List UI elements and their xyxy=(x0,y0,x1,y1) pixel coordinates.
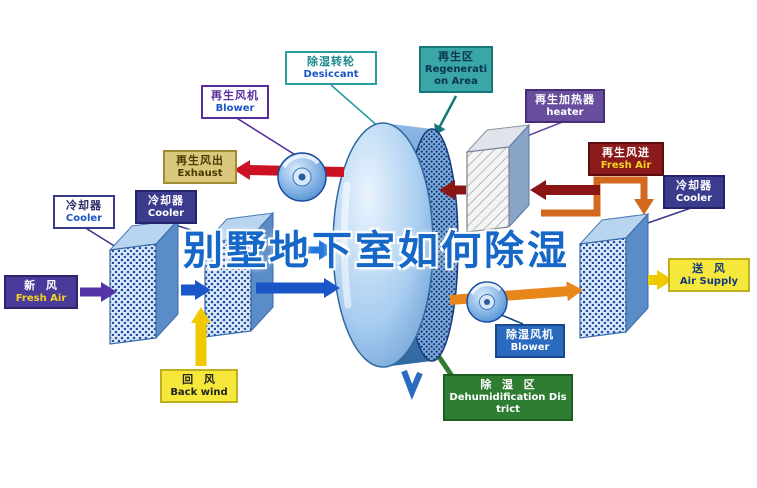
cooler-unit-right xyxy=(578,212,650,339)
heater-label-zh: 再生加热器 xyxy=(535,93,595,106)
connector-dehumid-blower xyxy=(498,313,524,325)
regen-blower-label: 再生风机 Blower xyxy=(201,85,269,120)
connector-regeneration xyxy=(434,95,458,136)
air-supply-label-en: Air Supply xyxy=(679,275,739,287)
cooler-right-label-zh: 冷却器 xyxy=(676,179,712,192)
dehumid-blower-label: 除湿风机 Blower xyxy=(495,324,565,359)
dehumid-district-label-zh: 除 湿 区 xyxy=(480,378,536,391)
cooler-unit-left xyxy=(108,218,180,345)
cooler-left-label: 冷却器 Cooler xyxy=(53,195,115,230)
regeneration-label-en: Regeneration Area xyxy=(424,63,488,88)
dehumid-fan-icon xyxy=(466,281,508,323)
cooler-unit-mid xyxy=(203,211,275,338)
exhaust-label-en: Exhaust xyxy=(177,167,223,179)
regen-fresh-air-label: 再生风进 Fresh Air xyxy=(588,142,664,177)
regen-pipe-arrow xyxy=(541,176,654,217)
cooler-right-label: 冷却器 Cooler xyxy=(663,175,725,210)
air-supply-label: 送 风 Air Supply xyxy=(668,258,750,293)
cooler-mid-label-en: Cooler xyxy=(147,207,185,219)
connector-cooler-right xyxy=(641,206,695,226)
wheel-bottom-mark xyxy=(401,369,423,401)
heater-label-en: heater xyxy=(546,106,584,118)
regeneration-label-zh: 再生区 xyxy=(438,50,474,63)
cooler-right-label-en: Cooler xyxy=(675,192,713,204)
process-air-arrows xyxy=(80,240,673,366)
connector-desiccant xyxy=(330,84,381,129)
regeneration-area-label: 再生区 Regeneration Area xyxy=(419,46,493,93)
cooler-left-label-en: Cooler xyxy=(65,212,103,224)
heater-unit xyxy=(465,123,531,233)
cooler-left-label-zh: 冷却器 xyxy=(66,199,102,212)
regen-heater-label: 再生加热器 heater xyxy=(525,89,605,124)
dehumid-blower-label-en: Blower xyxy=(510,341,550,353)
fresh-air-in-label-zh: 新 风 xyxy=(24,279,58,292)
desiccant-label: 除湿转轮 Desiccant xyxy=(285,51,377,86)
dehumid-blower-label-zh: 除湿风机 xyxy=(506,328,554,341)
exhaust-label: 再生风出 Exhaust xyxy=(163,150,237,185)
wheel-highlight xyxy=(340,181,352,309)
desiccant-label-zh: 除湿转轮 xyxy=(307,55,355,68)
back-wind-label: 回 风 Back wind xyxy=(160,369,238,404)
desiccant-label-en: Desiccant xyxy=(303,68,359,80)
dehumid-district-label: 除 湿 区 Dehumidification District xyxy=(443,374,573,421)
connector-regen-blower xyxy=(234,116,298,157)
cooler-mid-label-zh: 冷却器 xyxy=(148,194,184,207)
regen-fresh-air-label-en: Fresh Air xyxy=(600,159,652,171)
air-supply-label-zh: 送 风 xyxy=(692,262,726,275)
connector-cooler-left xyxy=(83,226,117,248)
fresh-air-in-label-en: Fresh Air xyxy=(15,292,67,304)
dehumid-district-label-en: Dehumidification District xyxy=(449,391,567,416)
regen-blower-label-zh: 再生风机 xyxy=(211,89,259,102)
back-wind-label-zh: 回 风 xyxy=(182,373,216,386)
page-title: 别墅地下室如何除湿 xyxy=(183,228,570,274)
regen-fresh-air-label-zh: 再生风进 xyxy=(602,146,650,159)
exhaust-label-zh: 再生风出 xyxy=(176,154,224,167)
cooler-mid-label: 冷却器 Cooler xyxy=(135,190,197,225)
back-wind-label-en: Back wind xyxy=(170,386,228,398)
regen-blower-label-en: Blower xyxy=(215,102,255,114)
regen-fan-icon xyxy=(277,152,327,202)
fresh-air-in-label: 新 风 Fresh Air xyxy=(4,275,78,310)
